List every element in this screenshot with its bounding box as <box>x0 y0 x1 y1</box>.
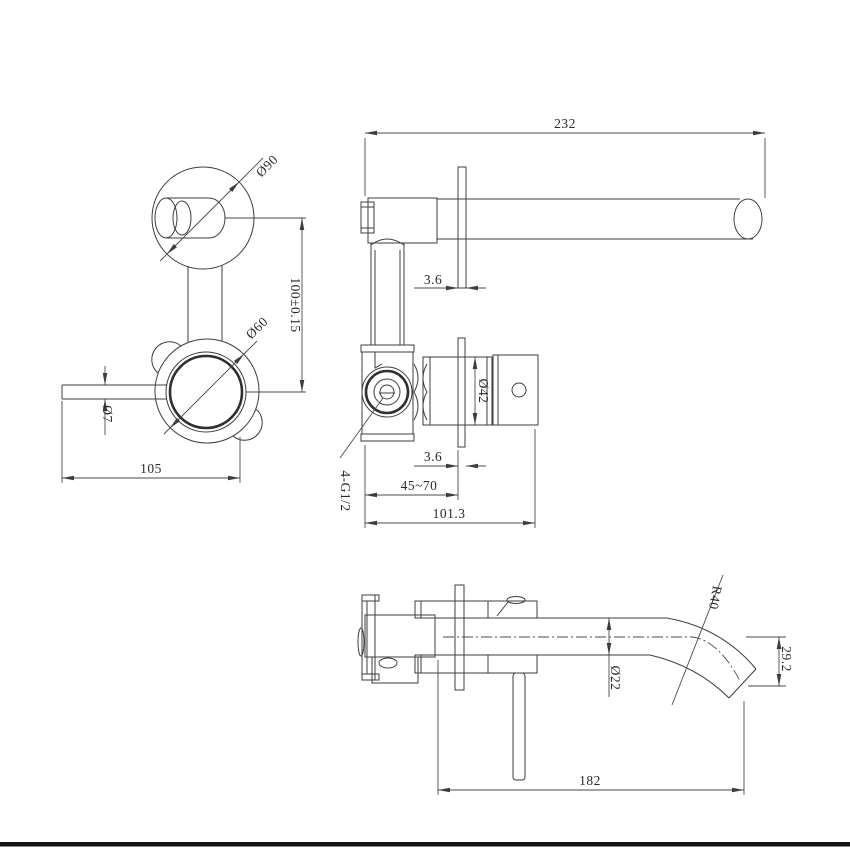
bottom-escutcheon-circle <box>154 338 260 444</box>
dim-spout-reach: 182 <box>579 773 601 788</box>
dim-side-wall-range: 45~70 <box>401 478 438 493</box>
front-view: Ø90 Ø60 100±0.15 Ø7 105 <box>61 152 306 483</box>
dim-side-plate-lower: 3.6 <box>424 449 442 464</box>
dim-side-spout-length: 232 <box>554 116 576 131</box>
spout-centerline <box>443 636 741 682</box>
side-view: 232 3.6 <box>338 116 766 528</box>
handle-lever <box>61 384 167 400</box>
sheet-border-line <box>0 842 850 847</box>
valve-body-plan <box>364 614 436 658</box>
dim-spout-bend-radius: R40 <box>706 585 725 611</box>
dim-side-thread: 4-G1/2 <box>338 470 353 511</box>
dim-side-plate-upper: 3.6 <box>424 272 442 287</box>
dim-side-cartridge-dia: Ø42 <box>476 379 491 404</box>
dim-side-body-length: 101.3 <box>433 506 466 521</box>
inlet-port <box>379 384 395 400</box>
spout-view: R40 Ø22 29.2 182 <box>357 574 794 795</box>
spout-end <box>733 198 763 240</box>
wall-plate-spout-view <box>454 584 465 691</box>
dim-front-center-distance: 100±0.15 <box>288 277 303 332</box>
wall-plate-lower <box>457 337 466 448</box>
wall-plate-upper <box>457 166 467 289</box>
end-cap <box>492 354 539 426</box>
dim-spout-tube-dia: Ø22 <box>608 666 623 691</box>
dim-spout-drop: 29.2 <box>779 646 794 672</box>
dim-front-lever-dia: Ø7 <box>100 405 115 423</box>
handle-rod <box>512 672 526 781</box>
elbow-body <box>367 197 438 244</box>
dim-front-lever-reach: 105 <box>140 461 162 476</box>
